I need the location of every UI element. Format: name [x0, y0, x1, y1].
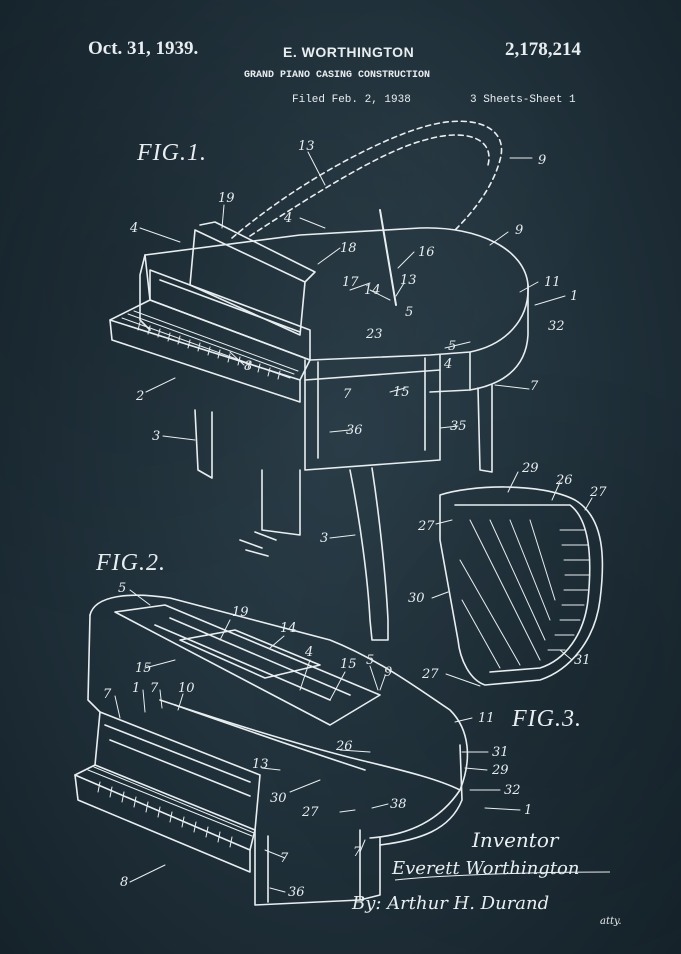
- fig2-reference-number: 4: [304, 645, 313, 660]
- patent-date: Oct. 31, 1939.: [88, 38, 199, 59]
- fig3-reference-number: 27: [589, 485, 607, 500]
- filed-date: Filed Feb. 2, 1938: [292, 94, 411, 106]
- fig2-reference-number: 1: [132, 681, 140, 696]
- fig2-reference-number: 38: [390, 797, 407, 812]
- fig2-reference-number: 10: [178, 681, 195, 696]
- fig3-reference-number: 31: [574, 653, 591, 668]
- fig2-reference-number: 15: [340, 657, 357, 672]
- fig2-reference-number: 5: [366, 653, 374, 668]
- fig1-reference-number: 36: [346, 423, 363, 438]
- signature-line: [394, 871, 611, 881]
- fig2-reference-number: 9: [384, 665, 392, 680]
- fig3-reference-number: 26: [555, 473, 573, 488]
- fig1-reference-number: 8: [244, 359, 252, 374]
- fig2-reference-number: 13: [252, 757, 269, 772]
- fig2-reference-number: 1: [524, 803, 532, 818]
- attorney-signature: By: Arthur H. Durand: [352, 893, 550, 914]
- fig1-reference-number: 1: [570, 289, 578, 304]
- attorney-suffix: atty.: [600, 916, 622, 927]
- fig2-reference-number: 32: [504, 783, 521, 798]
- fig3-reference-number: 29: [521, 461, 539, 476]
- fig2-reference-number: 7: [280, 851, 289, 866]
- fig2-reference-number: 27: [301, 805, 319, 820]
- fig2-reference-number: 8: [120, 875, 128, 890]
- fig1-reference-number: 17: [342, 275, 359, 290]
- fig1-reference-number: 11: [544, 275, 561, 290]
- patent-number: 2,178,214: [505, 39, 581, 60]
- fig2-reference-number: 5: [118, 581, 126, 596]
- inventor-header: E. WORTHINGTON: [283, 44, 415, 60]
- fig1-reference-number: 32: [548, 319, 565, 334]
- fig1-reference-number: 2: [135, 389, 144, 404]
- fig2-reference-number: 30: [270, 791, 287, 806]
- figure-2-piano: [74, 589, 521, 906]
- fig1-reference-number: 13: [298, 139, 315, 154]
- fig2-reference-number: 31: [492, 745, 509, 760]
- fig1-reference-number: 4: [283, 211, 292, 226]
- inventor-label: Inventor: [472, 828, 559, 852]
- figure-3-reference-numbers: 29 26 27 27 30 27 31: [408, 461, 607, 682]
- fig1-reference-number: 15: [393, 385, 410, 400]
- figure-2-label: FIG.2.: [96, 550, 166, 576]
- fig2-reference-number: 7: [353, 845, 362, 860]
- fig2-reference-number: 15: [135, 661, 152, 676]
- figure-1-piano: [109, 120, 566, 641]
- fig2-reference-number: 36: [288, 885, 305, 900]
- fig2-reference-number: 11: [478, 711, 495, 726]
- fig1-reference-number: 5: [448, 339, 456, 354]
- figure-1-label: FIG.1.: [137, 140, 207, 166]
- inventor-signature: Everett Worthington: [392, 858, 580, 879]
- fig3-reference-number: 30: [408, 591, 425, 606]
- patent-title: GRAND PIANO CASING CONSTRUCTION: [244, 70, 431, 81]
- figure-3-lid: [431, 471, 604, 687]
- fig2-reference-number: 14: [280, 621, 297, 636]
- fig1-reference-number: 7: [530, 379, 539, 394]
- fig1-reference-number: 9: [515, 223, 523, 238]
- fig3-reference-number: 27: [417, 519, 435, 534]
- fig1-reference-number: 7: [343, 387, 352, 402]
- fig1-reference-number: 4: [129, 221, 138, 236]
- fig1-reference-number: 3: [320, 531, 328, 546]
- fig1-reference-number: 4: [443, 357, 452, 372]
- fig1-reference-number: 19: [218, 191, 235, 206]
- fig1-reference-number: 35: [450, 419, 467, 434]
- fig1-reference-number: 3: [152, 429, 160, 444]
- fig2-reference-number: 26: [335, 739, 353, 754]
- fig2-reference-number: 29: [491, 763, 509, 778]
- fig2-reference-number: 19: [232, 605, 249, 620]
- fig1-reference-number: 13: [400, 273, 417, 288]
- fig1-reference-number: 16: [418, 245, 435, 260]
- figure-3-label: FIG.3.: [512, 706, 582, 732]
- sheet-count: 3 Sheets-Sheet 1: [470, 94, 576, 106]
- fig2-reference-number: 7: [103, 687, 112, 702]
- fig1-reference-number: 5: [405, 305, 413, 320]
- fig2-reference-number: 7: [150, 681, 159, 696]
- fig1-reference-number: 14: [364, 283, 381, 298]
- fig1-reference-number: 18: [340, 241, 357, 256]
- fig1-reference-number: 23: [365, 327, 383, 342]
- fig1-reference-number: 9: [538, 153, 546, 168]
- fig3-reference-number: 27: [421, 667, 439, 682]
